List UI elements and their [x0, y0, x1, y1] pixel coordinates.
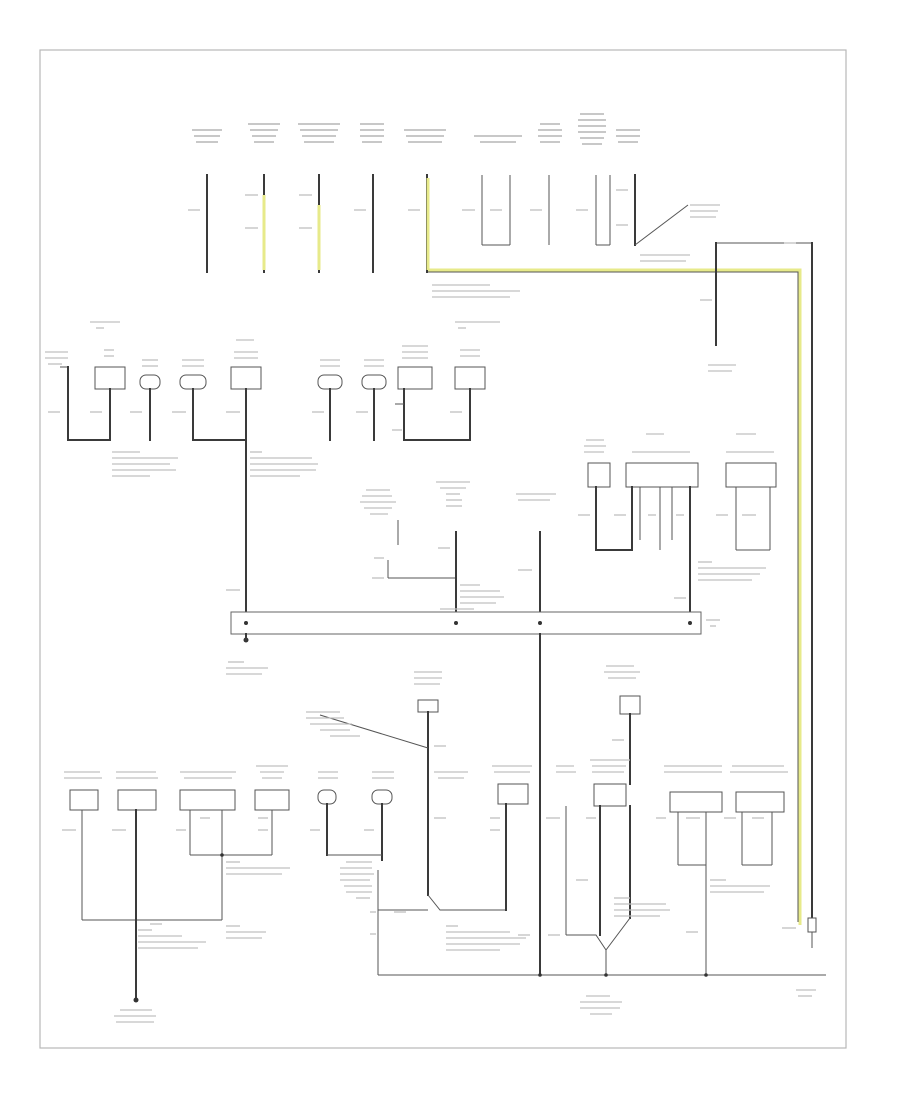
bottom-wires [81, 633, 826, 1003]
right-ground-path [634, 204, 817, 948]
component-box [669, 791, 723, 813]
component-box [139, 374, 161, 390]
component-box [593, 783, 627, 807]
component-box [454, 366, 486, 390]
middle-wires [387, 486, 771, 613]
component-box [497, 783, 529, 805]
component-box [179, 374, 207, 390]
bottom-section [62, 633, 826, 1023]
component-box [254, 789, 290, 811]
top-component-row [188, 113, 817, 948]
second-row-wires [60, 366, 471, 613]
bottom-captions [62, 665, 816, 1023]
second-component-row [45, 321, 500, 613]
main-ground-wire-highlight [428, 268, 802, 925]
top-wire-labels [188, 189, 796, 929]
main-ground-wire [428, 271, 799, 922]
top-drop-wires [206, 174, 636, 273]
component-box [117, 789, 157, 811]
top-component-captions [192, 113, 640, 145]
component-box [735, 791, 785, 813]
ground-bus-bar [230, 611, 702, 635]
second-row-captions [45, 321, 500, 591]
component-box [317, 789, 337, 805]
diagram-frame [39, 49, 847, 1049]
component-box [625, 462, 699, 488]
component-box [371, 789, 393, 805]
component-box [397, 366, 433, 390]
middle-section [226, 433, 777, 675]
component-box [317, 374, 343, 390]
bus-taps [243, 621, 692, 643]
component-box [69, 789, 99, 811]
component-box [587, 462, 611, 488]
component-box [619, 695, 641, 715]
middle-captions [226, 433, 774, 675]
component-box [417, 699, 439, 713]
component-box [94, 366, 126, 390]
component-box [179, 789, 236, 811]
component-box [725, 462, 777, 488]
component-box [230, 366, 262, 390]
component-box [361, 374, 387, 390]
